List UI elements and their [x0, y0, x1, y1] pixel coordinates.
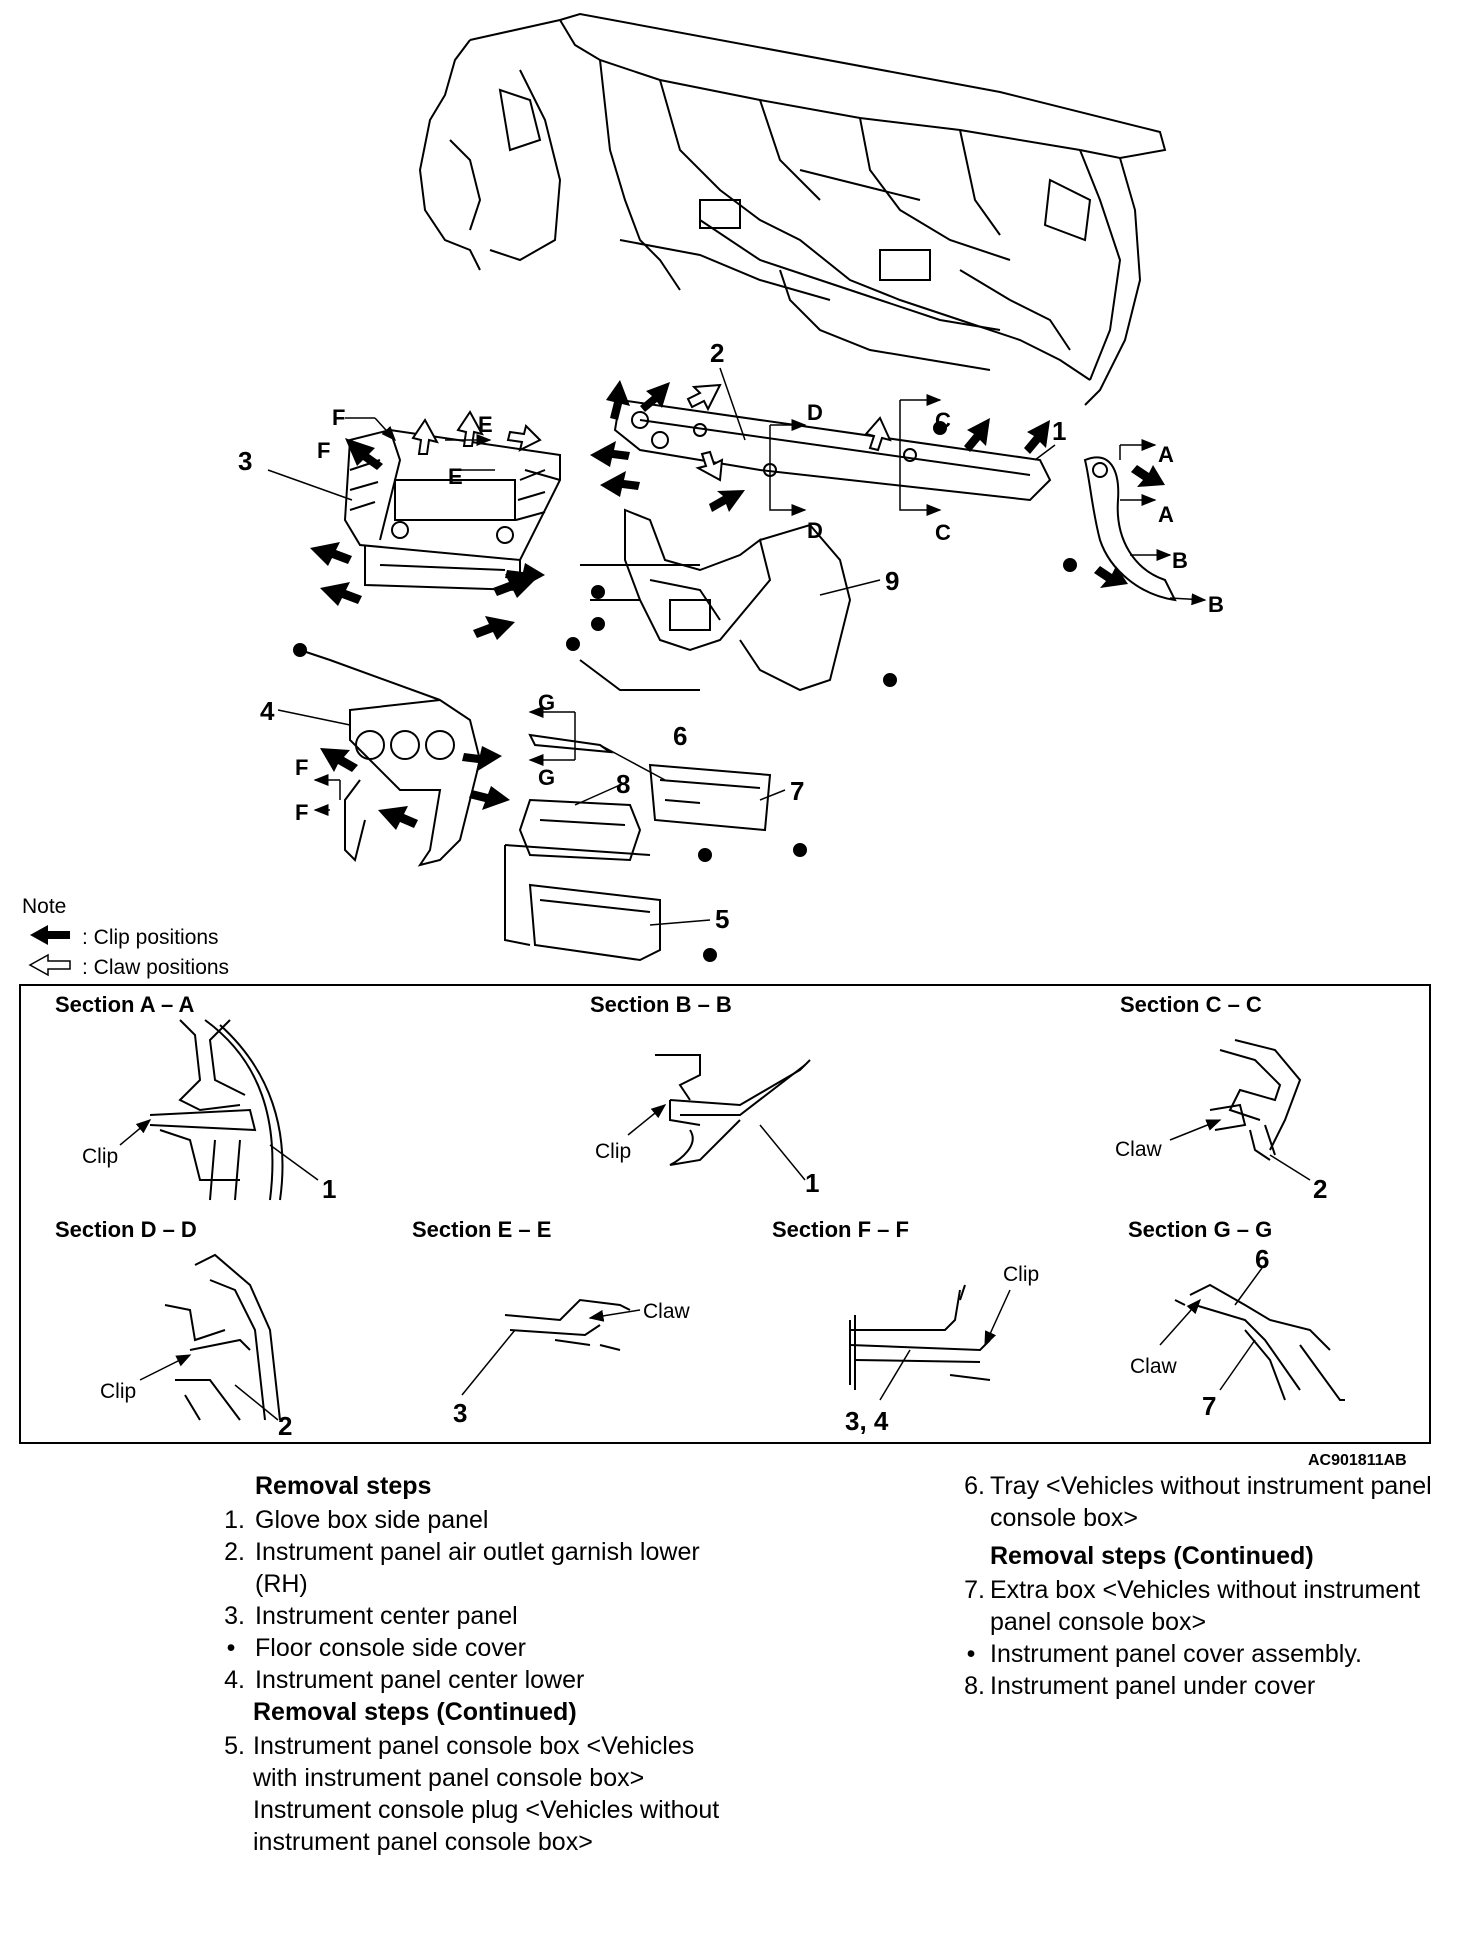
- section-c-c: Section C – C Claw 2: [1115, 992, 1327, 1204]
- step-item: Instrument console plug <Vehicles withou…: [253, 1796, 720, 1856]
- callout-1: 1: [1052, 416, 1066, 446]
- step-item: 1.Glove box side panel: [224, 1506, 489, 1534]
- console-box-5: [504, 844, 661, 962]
- svg-text:Claw: Claw: [643, 1300, 691, 1323]
- air-outlet-garnish: [613, 398, 1052, 502]
- svg-text:Section F – F: Section F – F: [772, 1217, 909, 1242]
- tray-6: [528, 733, 614, 754]
- svg-text:Section B – B: Section B – B: [590, 992, 732, 1017]
- svg-text:F: F: [295, 800, 308, 825]
- instrument-panel-center-lower: [299, 649, 482, 867]
- svg-text:Clip: Clip: [1003, 1263, 1039, 1286]
- screws: [293, 421, 1077, 962]
- callout-3: 3: [238, 446, 252, 476]
- svg-text:Claw: Claw: [1130, 1355, 1178, 1378]
- glove-box-side-panel: [1083, 456, 1177, 602]
- steps-right-column: 6.Tray <Vehicles without instrument pane…: [945, 1470, 1465, 1702]
- removal-steps: Removal steps 1.Glove box side panel 2.I…: [0, 1470, 1472, 1960]
- sections-box: [19, 984, 1431, 1444]
- legend: Note : Clip positions : Claw positions: [22, 895, 229, 979]
- svg-text:D: D: [807, 400, 823, 425]
- svg-text:3, 4: 3, 4: [845, 1406, 889, 1436]
- steps-header: Removal steps: [255, 1472, 432, 1500]
- section-b-b: Section B – B Clip 1: [590, 992, 819, 1198]
- svg-text:6: 6: [1255, 1244, 1269, 1274]
- svg-text:G: G: [538, 765, 555, 790]
- svg-text:7: 7: [1202, 1391, 1216, 1421]
- svg-text:C: C: [935, 520, 951, 545]
- step-item: 4.Instrument panel center lower: [224, 1666, 585, 1694]
- svg-text:2: 2: [1313, 1174, 1327, 1204]
- svg-text:Clip: Clip: [82, 1145, 118, 1168]
- svg-text:B: B: [1172, 548, 1188, 573]
- section-g-g: Section G – G 6 Claw 7: [1128, 1217, 1345, 1421]
- svg-text:D: D: [807, 518, 823, 543]
- steps-header-continued: Removal steps (Continued): [990, 1542, 1314, 1570]
- svg-text:A: A: [1158, 502, 1174, 527]
- svg-text:1: 1: [322, 1174, 336, 1204]
- bracket-9: [579, 508, 852, 692]
- svg-text:1: 1: [805, 1168, 819, 1198]
- section-cut-lines: [313, 394, 1207, 816]
- svg-text:Section G – G: Section G – G: [1128, 1217, 1272, 1242]
- svg-text:Clip: Clip: [100, 1380, 136, 1403]
- dashboard-frame: [418, 12, 1167, 406]
- callout-2: 2: [710, 338, 724, 368]
- claw-legend-icon: [28, 953, 71, 977]
- step-item: •Instrument panel cover assembly.: [966, 1640, 1362, 1668]
- svg-text:2: 2: [278, 1411, 292, 1441]
- svg-text:3: 3: [453, 1398, 467, 1428]
- svg-text:Section A – A: Section A – A: [55, 992, 194, 1017]
- step-item: 6.Tray <Vehicles without instrument pane…: [964, 1472, 1432, 1532]
- legend-claw: : Claw positions: [82, 956, 229, 979]
- svg-text:Claw: Claw: [1115, 1138, 1163, 1161]
- clip-legend-icon: [30, 925, 70, 945]
- callout-5: 5: [715, 904, 729, 934]
- figure-code: AC901811AB: [1308, 1452, 1407, 1469]
- steps-header-continued: Removal steps (Continued): [253, 1698, 577, 1726]
- callout-9: 9: [885, 566, 899, 596]
- exploded-view-diagram: 2 1 3 9 4 6 8 7 5 F F E E D D C C A A B …: [19, 12, 1431, 1469]
- svg-text:F: F: [295, 755, 308, 780]
- svg-text:C: C: [935, 408, 951, 433]
- callout-8: 8: [616, 769, 630, 799]
- claw-arrows: [411, 383, 892, 482]
- svg-text:Section C – C: Section C – C: [1120, 992, 1262, 1017]
- callout-7: 7: [790, 776, 804, 806]
- svg-text:G: G: [538, 690, 555, 715]
- svg-text:F: F: [332, 405, 345, 430]
- leader-lines: [267, 367, 1056, 926]
- svg-text:E: E: [448, 464, 463, 489]
- legend-title: Note: [22, 895, 66, 918]
- callout-4: 4: [260, 696, 275, 726]
- section-e-e: Section E – E Claw 3: [412, 1217, 691, 1428]
- svg-text:Section D – D: Section D – D: [55, 1217, 197, 1242]
- svg-text:A: A: [1158, 442, 1174, 467]
- section-a-a: Section A – A Clip 1: [55, 992, 336, 1204]
- callout-6: 6: [673, 721, 687, 751]
- steps-left-column: Removal steps 1.Glove box side panel 2.I…: [205, 1470, 725, 1858]
- svg-text:Clip: Clip: [595, 1140, 631, 1163]
- step-item: •Floor console side cover: [226, 1634, 526, 1662]
- section-letters: F F E E D D C C A A B B G G F F: [295, 400, 1224, 825]
- extra-box-7: [648, 763, 772, 832]
- step-item: 5.Instrument panel console box <Vehicles…: [224, 1732, 695, 1792]
- step-item: 3.Instrument center panel: [224, 1602, 518, 1630]
- svg-text:B: B: [1208, 592, 1224, 617]
- section-f-f: Section F – F Clip 3, 4: [772, 1217, 1039, 1436]
- svg-text:E: E: [478, 412, 493, 437]
- step-item: 8.Instrument panel under cover: [964, 1672, 1316, 1700]
- svg-text:Section E – E: Section E – E: [412, 1217, 551, 1242]
- step-item: 7.Extra box <Vehicles without instrument…: [964, 1576, 1421, 1636]
- svg-text:F: F: [317, 438, 330, 463]
- clip-arrows: [310, 380, 1165, 830]
- step-item: 2.Instrument panel air outlet garnish lo…: [224, 1538, 700, 1598]
- section-d-d: Section D – D Clip 2: [55, 1217, 292, 1441]
- legend-clip: : Clip positions: [82, 926, 219, 949]
- under-cover-8: [518, 798, 642, 862]
